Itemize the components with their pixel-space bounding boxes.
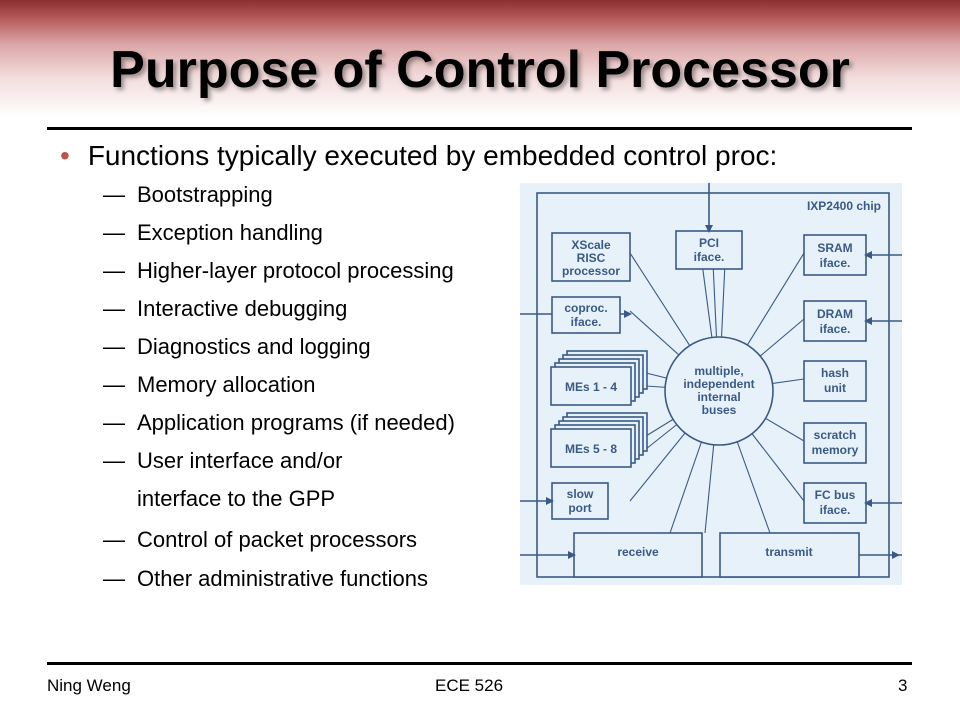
xscale-label-1: XScale [571,238,611,252]
xscale-label-3: processor [562,264,620,278]
hub-label-3: internal [697,390,740,404]
dash-icon: — [103,334,125,359]
dash-icon: — [103,448,125,473]
fcbus-box [803,482,867,524]
xscale-label-2: RISC [577,251,606,265]
pci-label-1: PCI [699,236,719,250]
scratch-label-1: scratch [814,428,857,442]
fcbus-label-1: FC bus [815,488,856,502]
hub-label-4: buses [702,403,737,417]
dash-icon: — [103,566,125,591]
list-item: —Higher-layer protocol processing [103,258,454,283]
hash-box [803,360,867,402]
scratch-box [803,422,867,464]
receive-box [573,532,703,578]
mes-1-4-stack [550,350,648,406]
dram-box [803,300,867,342]
transmit-box [719,532,860,578]
ixp2400-diagram: IXP2400 chip XScale RISC processor PCI i… [520,183,902,585]
slow-port-label-1: slow [567,487,594,501]
dash-icon: — [103,296,125,321]
coproc-label-1: coproc. [564,301,607,315]
footer-course: ECE 526 [435,676,504,695]
list-item: —Interactive debugging [103,296,348,321]
mes-1-4-label: MEs 1 - 4 [565,380,617,394]
list-item: —Control of packet processors [103,527,418,552]
list-item: —Diagnostics and logging [103,334,371,359]
dash-icon: — [103,220,125,245]
page-number: 3 [898,676,908,695]
footer-author: Ning Weng [47,676,131,695]
coproc-box [551,296,621,334]
hub-label-1: multiple, [694,364,743,378]
bus-hub-circle [664,336,774,446]
chip-outline [536,192,890,578]
dram-label-2: iface. [820,322,851,336]
transmit-label: transmit [765,545,812,559]
bullet-dot-icon: • [60,140,70,171]
sram-label-1: SRAM [817,241,852,255]
list-item: —Application programs (if needed) [103,410,455,435]
list-item: —Memory allocation [103,372,316,397]
scratch-label-2: memory [812,443,859,457]
list-item: —User interface and/or [103,448,343,473]
title-band [0,0,960,150]
ixp2400-diagram-svg: IXP2400 chip XScale RISC processor PCI i… [520,183,902,585]
slow-port-box [551,482,609,520]
hash-label-1: hash [821,366,849,380]
mes-5-8-stack [550,412,648,468]
pci-label-2: iface. [694,250,725,264]
footer-divider [47,662,912,665]
mes-5-8-label: MEs 5 - 8 [565,442,617,456]
xscale-box [551,232,631,282]
dash-icon: — [103,372,125,397]
hub-label-2: independent [683,377,754,391]
hash-label-2: unit [824,381,846,395]
sram-box [803,234,867,276]
slide-title: Purpose of Control Processor [110,41,850,99]
list-item: —Other administrative functions [103,566,429,591]
dash-icon: — [103,527,125,552]
sram-label-2: iface. [820,256,851,270]
title-divider [47,127,912,130]
slow-port-label-2: port [568,501,591,515]
coproc-label-2: iface. [571,315,602,329]
fcbus-label-2: iface. [820,503,851,517]
list-item-continuation: interface to the GPP [137,486,336,511]
pci-box [675,230,743,270]
main-bullet-text: Functions typically executed by embedded… [87,140,778,171]
main-bullet: • Functions typically executed by embedde… [60,140,777,172]
dash-icon: — [103,410,125,435]
dash-icon: — [103,258,125,283]
arrowheads [546,225,900,559]
chip-label: IXP2400 chip [807,199,881,213]
dash-icon: — [103,182,125,207]
receive-label: receive [617,545,659,559]
dram-label-1: DRAM [817,307,853,321]
list-item: —Bootstrapping [103,182,273,207]
list-item: —Exception handling [103,220,323,245]
